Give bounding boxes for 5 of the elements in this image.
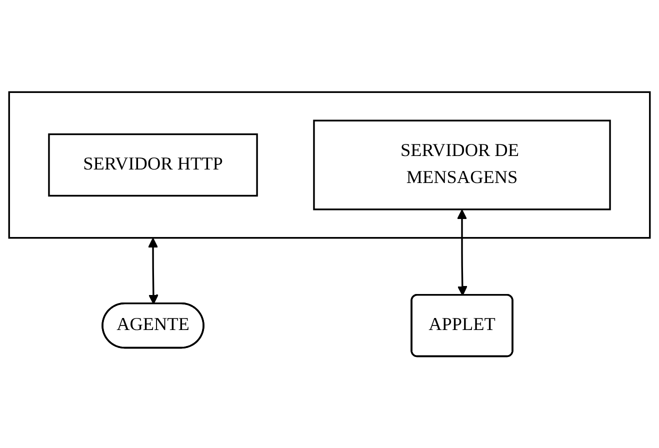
cluster (8, 91, 651, 238)
node-box: SERVIDOR DE MENSAGENS (313, 120, 611, 210)
arrow (457, 209, 468, 296)
arrow (148, 238, 158, 304)
node-box: SERVIDOR HTTP (48, 133, 258, 196)
